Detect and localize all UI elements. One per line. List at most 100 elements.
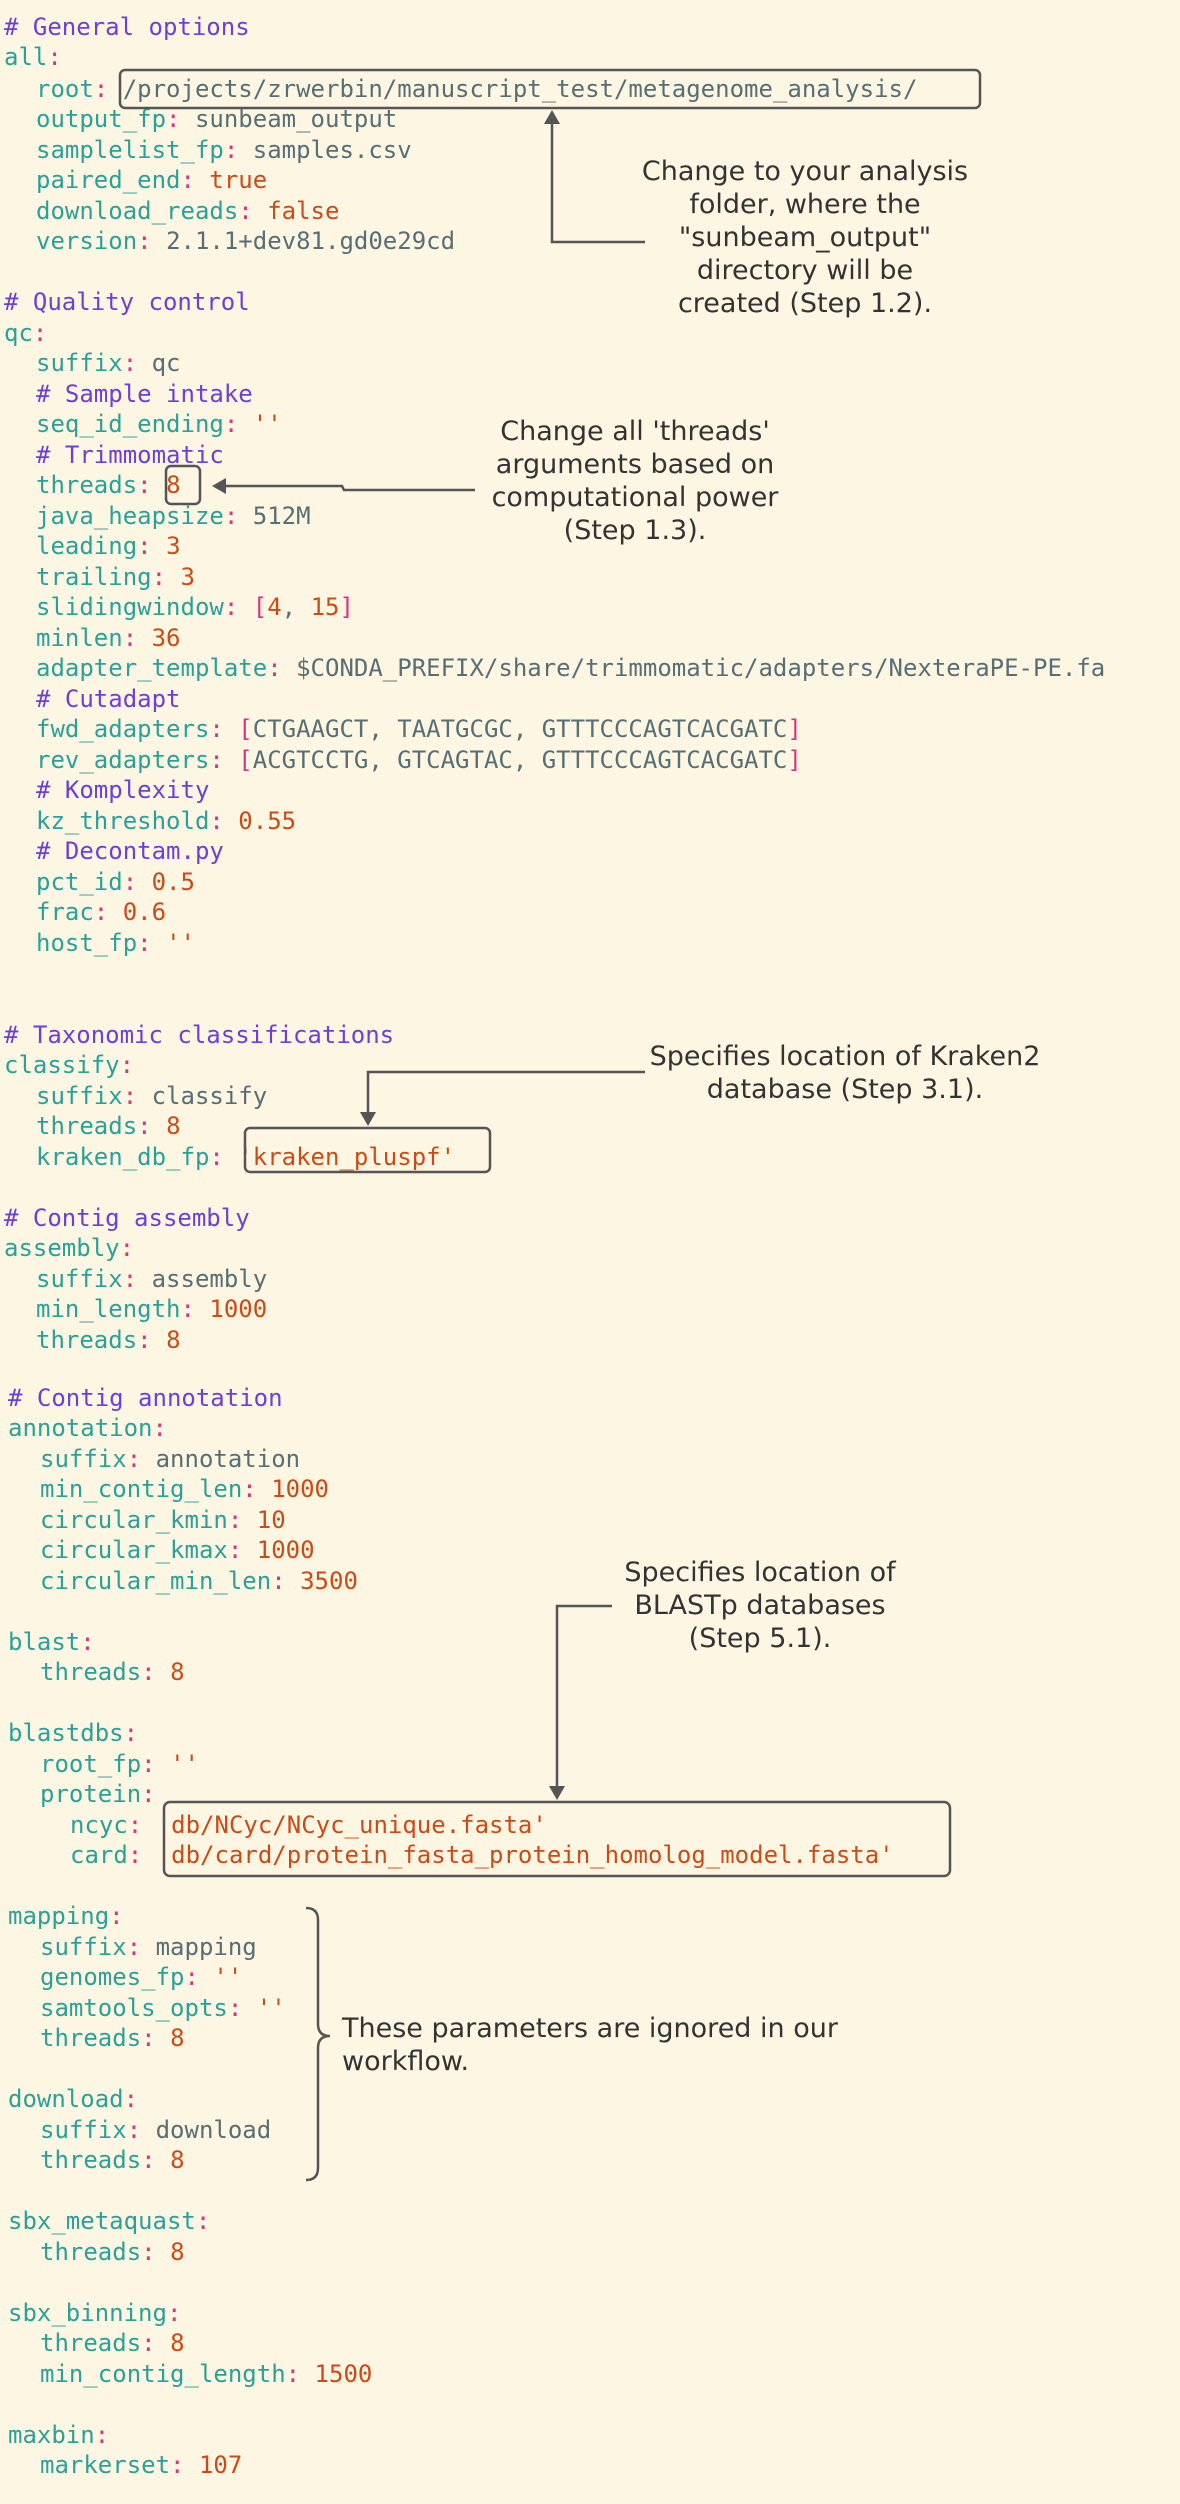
code-token: : [152,1414,167,1442]
code-token: 'db/NCyc/NCyc_unique.fasta' [156,1811,547,1839]
code-line: circular_kmin: 10 [40,1505,286,1535]
kraken-db-highlight-box [243,1126,492,1174]
code-line: adapter_template: $CONDA_PREFIX/share/tr… [36,653,1105,683]
code-token: : [122,349,152,377]
root-path-highlight-box [118,68,982,110]
code-token: 8 [170,2146,185,2174]
code-line: fwd_adapters: [CTGAAGCT, TAATGCGC, GTTTC… [36,714,802,744]
code-token: : [137,471,167,499]
code-token: : [209,807,239,835]
code-token: : [80,1628,95,1656]
code-line: mapping: [8,1901,124,1931]
code-token: sunbeam_output [194,105,398,133]
code-line: download: [8,2084,138,2114]
code-token: , [281,593,311,621]
code-token: : [223,136,253,164]
code-token: 8 [166,471,181,499]
code-token: 1500 [314,2360,373,2388]
code-token: : [122,624,152,652]
code-token: assembly [4,1234,120,1262]
threads-arrow [218,484,475,492]
code-line: frac: 0.6 [36,897,166,927]
code-line: seq_id_ending: '' [36,409,282,439]
code-token: : [122,1082,152,1110]
code-token: # Taxonomic classifications [4,1021,395,1049]
code-token: sbx_binning [8,2299,167,2327]
code-token: minlen [36,624,123,652]
code-token: 3 [180,563,195,591]
code-token: '' [166,929,195,957]
code-line: suffix: annotation [40,1444,300,1474]
code-line: assembly: [4,1233,134,1263]
code-token: min_contig_len [40,1475,243,1503]
code-token: : [180,1295,210,1323]
code-token: 2.1.1+dev81.gd0e29cd [166,227,456,255]
code-line: threads: 8 [40,2023,185,2053]
code-token: blastdbs [8,1719,124,1747]
code-token: : [126,1445,156,1473]
code-token: 0.6 [122,898,167,926]
code-token: : [209,715,239,743]
code-token: genomes_fp [40,1963,185,1991]
code-token: samplelist_fp [36,136,224,164]
code-token: : [184,1963,214,1991]
code-line: download_reads: false [36,196,339,226]
code-token: markerset [40,2451,171,2479]
code-token: : [127,1841,157,1869]
code-line: # Decontam.py [36,836,224,866]
code-token: : [126,1933,156,1961]
code-token: : [166,105,195,133]
code-line: ncyc: 'db/NCyc/NCyc_unique.fasta' [70,1810,547,1840]
code-line: threads: 8 [40,2145,185,2175]
code-token: fwd_adapters [36,715,210,743]
code-token: : [242,1475,272,1503]
code-token: '' [213,1963,243,1991]
code-line: rev_adapters: [ACGTCCTG, GTCAGTAC, GTTTC… [36,745,802,775]
code-token: all [4,43,48,71]
code-token: : [141,2238,171,2266]
code-token: 4 [267,593,282,621]
code-token: # Cutadapt [36,685,181,713]
code-token: '' [170,1750,199,1778]
code-token: classify [151,1082,268,1110]
code-token: : [238,197,268,225]
code-token: suffix [36,1265,123,1293]
code-token: 15 [310,593,340,621]
code-token: true [209,166,268,194]
code-token: blast [8,1628,81,1656]
code-token: /projects/zrwerbin/manuscript_test/metag… [122,75,918,103]
code-token: mapping [8,1902,110,1930]
code-token: samtools_opts [40,1994,228,2022]
code-token: suffix [40,1445,127,1473]
code-line: java_heapsize: 512M [36,501,311,531]
code-token: : [127,1811,157,1839]
code-token: : [141,2329,171,2357]
code-token: classify [4,1051,120,1079]
code-token: : [32,319,48,347]
code-token: 36 [151,624,181,652]
code-token: : [122,1265,152,1293]
code-line: sbx_metaquast: [8,2206,210,2236]
code-token: : [227,1506,257,1534]
code-line: threads: 8 [40,2237,185,2267]
code-line: leading: 3 [36,531,181,561]
code-token: circular_min_len [40,1567,272,1595]
code-token: adapter_template [36,654,268,682]
code-token: threads [36,1112,138,1140]
code-token: : [137,1112,167,1140]
code-token: ] [787,746,802,774]
code-line: qc: [4,318,47,348]
code-token: threads [40,2024,142,2052]
code-token: protein [40,1780,142,1808]
code-token: threads [36,1326,138,1354]
code-line: threads: 8 [36,470,181,500]
code-token: ncyc [70,1811,128,1839]
blastp-db-highlight-box [162,1800,952,1878]
code-line: # Contig annotation [8,1383,283,1413]
code-token: : [141,2146,171,2174]
code-line: kraken_db_fp: 'kraken_pluspf' [36,1142,455,1172]
code-token: circular_kmax [40,1536,228,1564]
code-line: all: [4,42,62,72]
kraken-arrow [366,1070,645,1115]
code-token: card [70,1841,128,1869]
